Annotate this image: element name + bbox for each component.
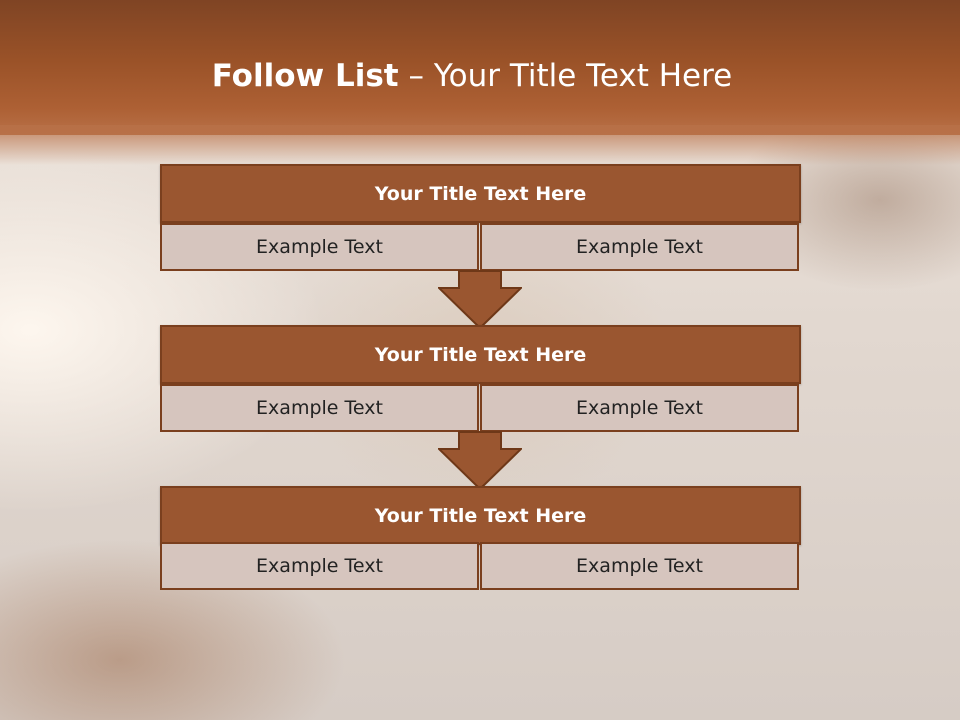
step-1-left-text: Example Text xyxy=(160,223,479,271)
header-fade xyxy=(0,125,960,165)
step-3-left-text: Example Text xyxy=(160,542,479,590)
step-3-right-text: Example Text xyxy=(480,542,799,590)
step-2-left-text: Example Text xyxy=(160,384,479,432)
down-arrow-icon xyxy=(438,431,522,491)
step-3-title: Your Title Text Here xyxy=(160,486,801,545)
step-1-title: Your Title Text Here xyxy=(160,164,801,223)
slide-title-rest: – Your Title Text Here xyxy=(398,58,733,94)
step-2-right-text: Example Text xyxy=(480,384,799,432)
down-arrow-icon xyxy=(438,270,522,330)
slide-title: Follow List – Your Title Text Here xyxy=(0,52,944,100)
step-1: Your Title Text Here Example Text Exampl… xyxy=(160,164,801,272)
step-2: Your Title Text Here Example Text Exampl… xyxy=(160,325,801,433)
step-1-right-text: Example Text xyxy=(480,223,799,271)
step-2-title: Your Title Text Here xyxy=(160,325,801,384)
slide-title-bold: Follow List xyxy=(211,58,399,94)
header-band xyxy=(0,0,960,135)
step-3: Your Title Text Here Example Text Exampl… xyxy=(160,486,801,594)
